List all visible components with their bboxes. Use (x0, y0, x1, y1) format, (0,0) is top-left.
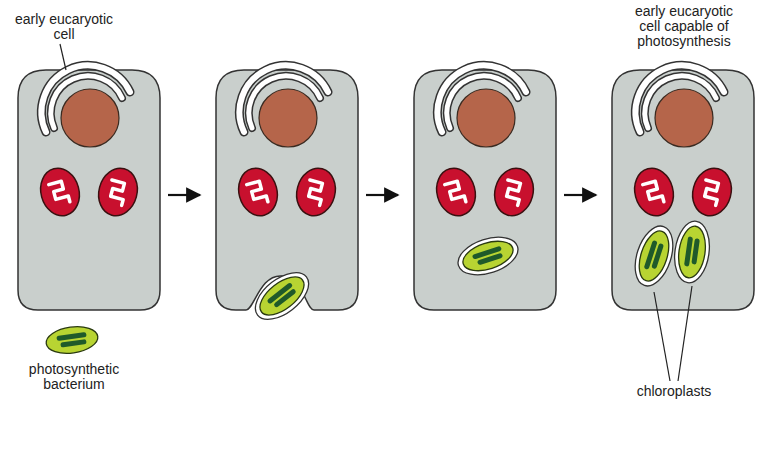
cell-label: early eucaryotic cell (12, 12, 116, 42)
engulfed-bacterium (247, 264, 317, 329)
chloroplast-label: chloroplasts (622, 384, 726, 399)
chloroplast (628, 221, 679, 290)
photosynthetic-bacterium (44, 324, 99, 357)
photosynthetic-eukaryotic-cell (612, 65, 754, 310)
bacterium-label: photosynthetic bacterium (22, 362, 126, 392)
chloroplast (671, 219, 713, 285)
eukaryotic-cell (216, 65, 358, 328)
eukaryotic-cell (18, 65, 160, 310)
internalized-bacterium (453, 230, 522, 281)
eukaryotic-cell (414, 65, 556, 310)
step-arrow (168, 194, 596, 196)
cell-label: early eucaryotic cell capable of photosy… (632, 4, 736, 49)
leader-line (60, 44, 692, 381)
